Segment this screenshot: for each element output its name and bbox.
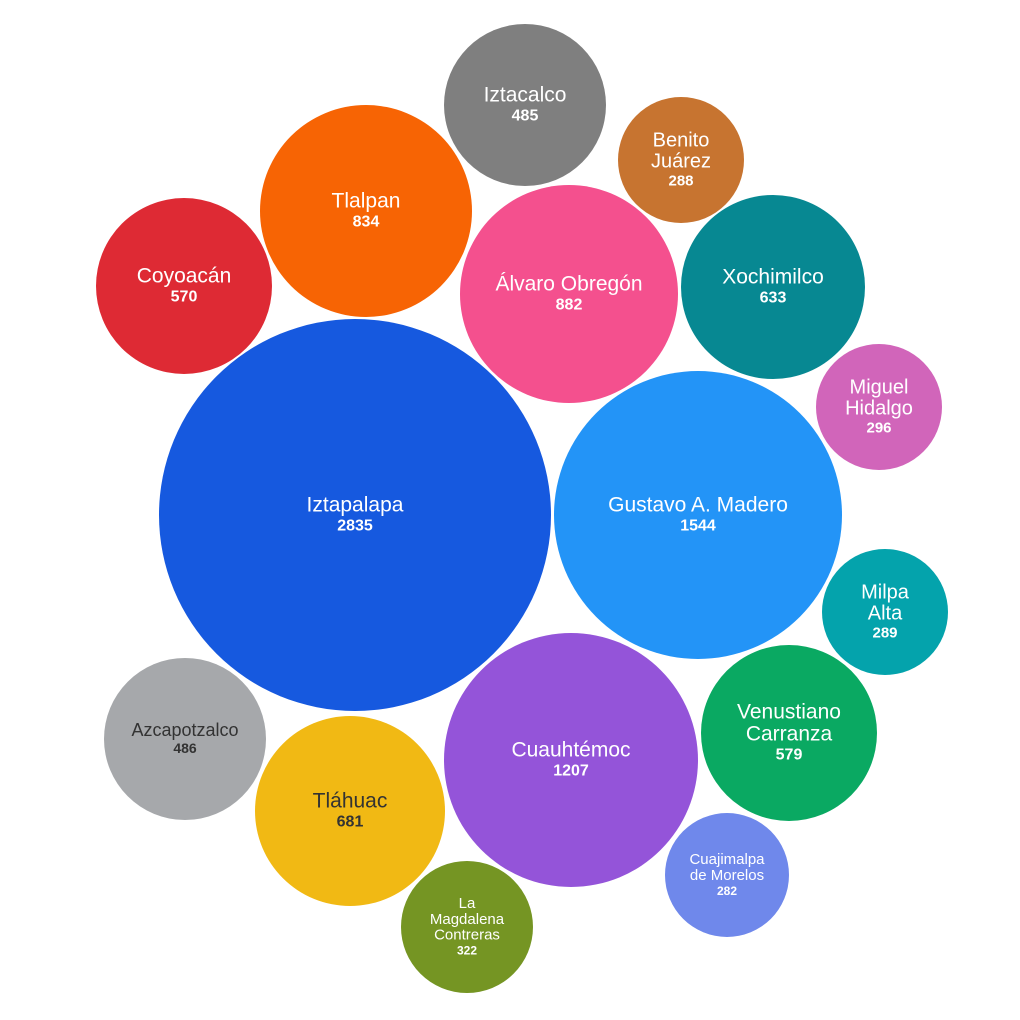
bubble-label: Iztapalapa — [307, 494, 404, 517]
bubble-value: 570 — [171, 289, 198, 306]
bubble-value: 882 — [556, 297, 583, 314]
bubble-label: Azcapotzalco — [131, 720, 238, 740]
bubble-label: Gustavo A. Madero — [608, 494, 788, 517]
bubble-circle[interactable] — [701, 645, 877, 821]
bubble-circle[interactable] — [444, 24, 606, 186]
bubble-value: 289 — [872, 624, 897, 641]
bubble-label: Tlalpan — [332, 190, 401, 213]
bubble-circle[interactable] — [260, 105, 472, 317]
bubble-label: Iztacalco — [484, 84, 567, 107]
bubble-value: 486 — [173, 740, 197, 756]
bubble-value: 485 — [512, 108, 539, 125]
bubble-value: 681 — [337, 814, 364, 831]
bubble-circle[interactable] — [255, 716, 445, 906]
bubble-value: 579 — [776, 747, 803, 764]
bubble-label: Coyoacán — [137, 265, 232, 288]
bubble-circle[interactable] — [159, 319, 551, 711]
bubble-label: Álvaro Obregón — [495, 273, 642, 296]
bubble-label: Tláhuac — [313, 790, 388, 813]
bubble-circle[interactable] — [618, 97, 744, 223]
bubble-circle[interactable] — [96, 198, 272, 374]
bubble-circle[interactable] — [816, 344, 942, 470]
bubble-value: 834 — [353, 214, 380, 231]
bubble-value: 322 — [457, 944, 477, 958]
bubble-label: Xochimilco — [722, 266, 824, 289]
bubble-value: 633 — [760, 290, 787, 307]
bubble-circle[interactable] — [554, 371, 842, 659]
bubble-value: 2835 — [337, 518, 373, 535]
bubble-circle[interactable] — [401, 861, 533, 993]
bubble-value: 288 — [668, 172, 693, 189]
bubble-circle[interactable] — [665, 813, 789, 937]
bubble-value: 1207 — [553, 763, 589, 780]
bubble-circle[interactable] — [681, 195, 865, 379]
bubble-value: 1544 — [680, 518, 716, 535]
bubble-value: 296 — [866, 419, 891, 436]
bubble-circle[interactable] — [104, 658, 266, 820]
bubble-circle[interactable] — [822, 549, 948, 675]
bubble-circle[interactable] — [444, 633, 698, 887]
bubble-value: 282 — [717, 884, 737, 898]
bubble-label: Cuauhtémoc — [511, 739, 630, 762]
bubble-circle[interactable] — [460, 185, 678, 403]
